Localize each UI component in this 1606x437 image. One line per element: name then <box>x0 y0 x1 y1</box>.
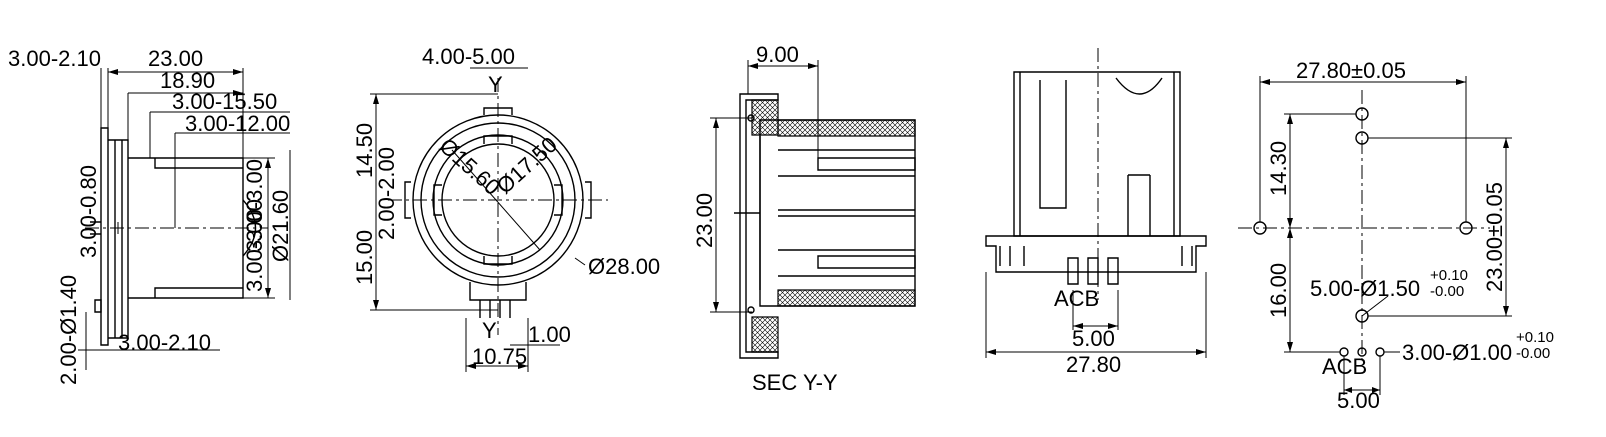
hole-1: 3.00-Ø1.00 <box>1402 340 1512 365</box>
dim-3-0-8: 3.00-0.80 <box>76 165 101 258</box>
footprint-view: 27.80±0.05 14.30 23.00±0.05 16.00 5.00-Ø… <box>1238 58 1554 413</box>
pin-labels: ACB <box>1322 354 1367 379</box>
dim-10-75: 10.75 <box>472 344 527 369</box>
dim-1: 1.00 <box>528 322 571 347</box>
tol-plus: +0.10 <box>1430 267 1468 284</box>
dim-27-8: 27.80 <box>1066 352 1121 377</box>
dim-14-5: 14.50 <box>352 123 377 178</box>
dim-5: 5.00 <box>1337 388 1380 413</box>
dim-3-2-10-top: 3.00-2.10 <box>8 46 101 71</box>
pin-labels: ACB <box>1054 286 1099 311</box>
tol2-minus: -0.00 <box>1516 345 1550 362</box>
dim-2-1-4: 2.00-Ø1.40 <box>56 275 81 385</box>
dim-2-2: 2.00-2.00 <box>374 147 399 240</box>
dim-16: 16.00 <box>1266 263 1291 318</box>
dim-18-9: 18.90 <box>160 68 215 93</box>
pin-view: ACB 5.00 27.80 <box>985 48 1207 377</box>
y-top: Y <box>488 72 503 97</box>
tol2-plus: +0.10 <box>1516 329 1554 346</box>
dim-4-5: 4.00-5.00 <box>422 44 515 69</box>
dim-3-3b: 3.00-3.00 <box>242 199 267 292</box>
dim-21-6: Ø21.60 <box>268 190 293 262</box>
dim-9: 9.00 <box>756 42 799 67</box>
section-view: 9.00 23.00 SEC Y-Y <box>692 42 916 395</box>
tol-minus: -0.00 <box>1430 283 1464 300</box>
dim-14-3: 14.30 <box>1266 141 1291 196</box>
dim-23: 23.00 <box>692 193 717 248</box>
dim-27-8-tol: 27.80±0.05 <box>1296 58 1406 83</box>
dim-5: 5.00 <box>1072 326 1115 351</box>
section-caption: SEC Y-Y <box>752 370 838 395</box>
hole-1-5: 5.00-Ø1.50 <box>1310 276 1420 301</box>
dim-23-tol: 23.00±0.05 <box>1482 182 1507 292</box>
side-view: 3.00-2.10 23.00 18.90 3.00-15.50 3.00-12… <box>8 46 293 385</box>
dim-28: Ø28.00 <box>588 254 660 279</box>
dim-23: 23.00 <box>148 46 203 71</box>
dim-15-6: Ø15.60 <box>435 133 505 200</box>
front-view: 4.00-5.00 Y 14.50 2.00-2.00 Ø15.60 Ø17.5… <box>352 44 660 372</box>
dim-3-2-10-bot: 3.00-2.10 <box>118 330 211 355</box>
dim-3-15-5: 3.00-15.50 <box>172 89 277 114</box>
dim-3-3: 3.00-3.00 <box>242 159 267 252</box>
y-bot: Y <box>482 318 497 343</box>
dim-3-12: 3.00-12.00 <box>185 111 290 136</box>
dim-15: 15.00 <box>352 230 377 285</box>
